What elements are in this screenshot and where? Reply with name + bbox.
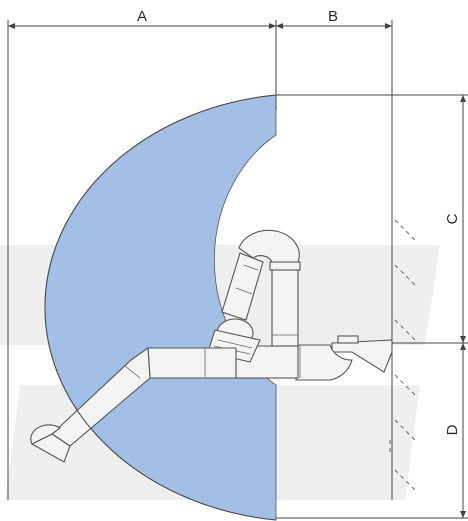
reach-area-outline <box>44 94 277 521</box>
wall <box>389 219 416 500</box>
dimension-b: B <box>276 8 393 345</box>
extraction-arm <box>30 229 393 463</box>
dimension-a-label: A <box>137 8 147 25</box>
dimension-d: D <box>276 343 468 519</box>
dimension-b-label: B <box>328 8 338 25</box>
dimension-c-label: C <box>444 213 461 224</box>
dimension-c: C <box>276 94 468 344</box>
dimension-d-label: D <box>444 424 461 435</box>
